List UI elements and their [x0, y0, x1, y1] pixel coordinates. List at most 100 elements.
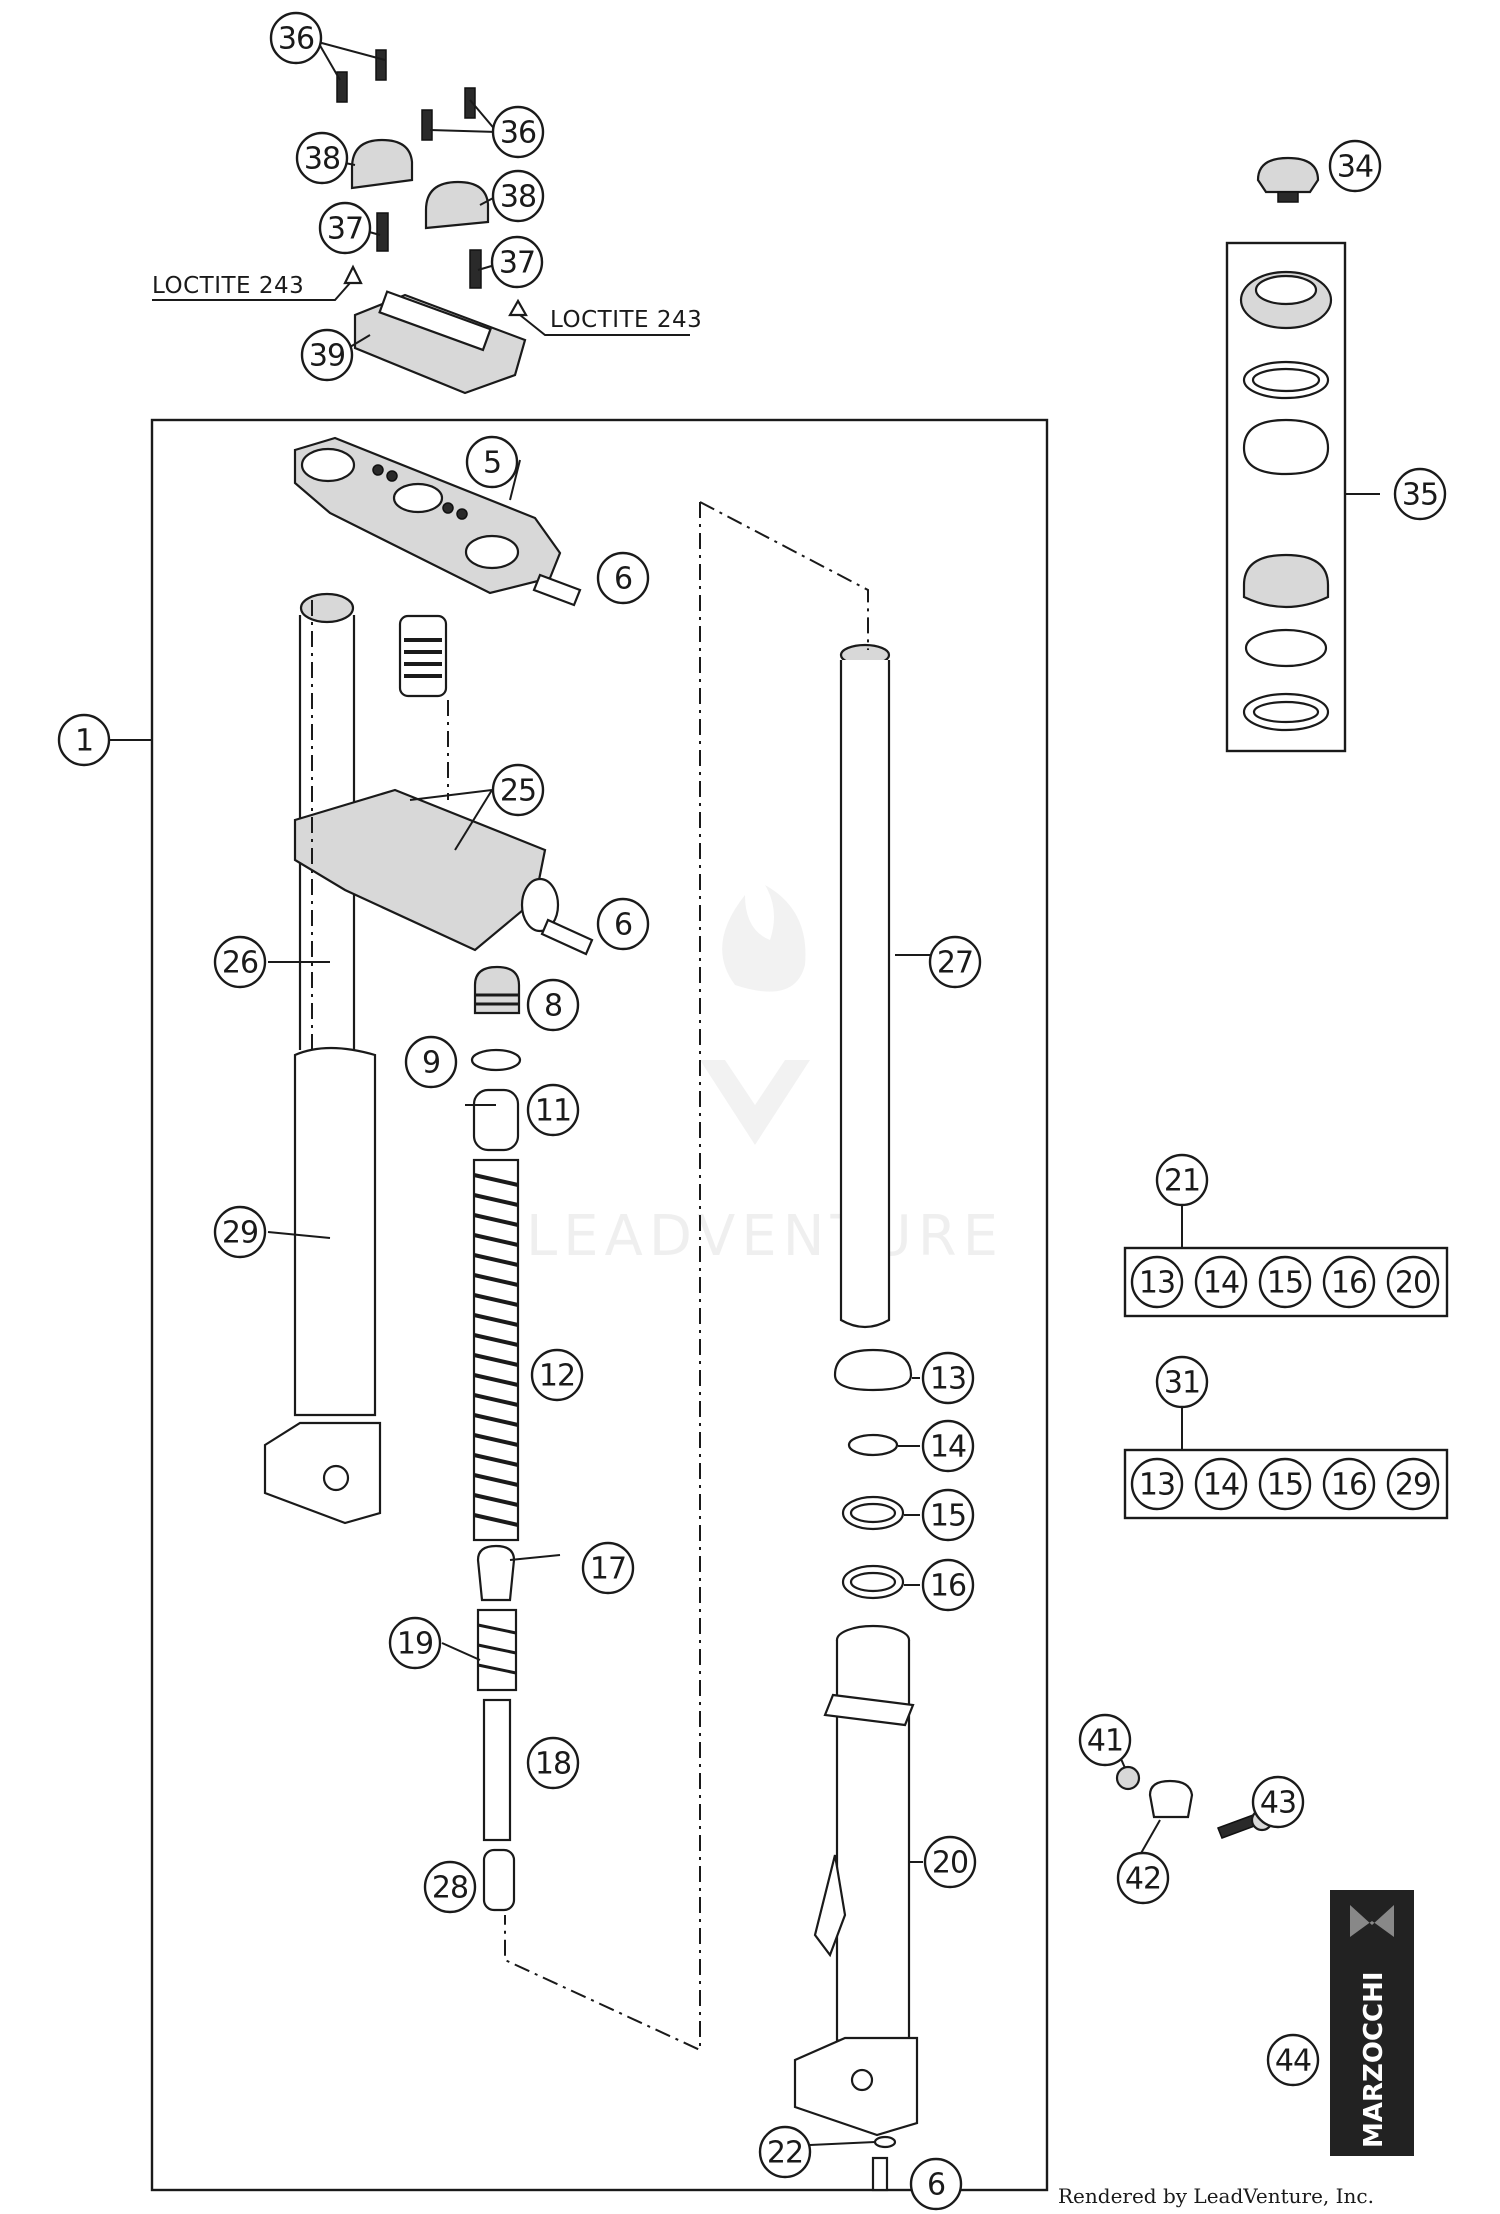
callout-c25-label: 25: [500, 774, 536, 809]
kit-31-item-3: 16: [1322, 1457, 1376, 1511]
brand-logo-text: MARZOCCHI: [1359, 1971, 1389, 2148]
kit-31-item-2-circle: [1258, 1457, 1312, 1511]
fork-cap-8: [473, 965, 521, 1015]
bolt-37-left: [376, 212, 389, 252]
callout-c17: 17: [581, 1541, 635, 1595]
callout-c6c-label: 6: [927, 2168, 945, 2203]
kit-21-item-1-circle: [1194, 1255, 1248, 1309]
kit-21-item-4-label: 20: [1395, 1266, 1431, 1301]
kit-31-item-0: 13: [1130, 1457, 1184, 1511]
axle-bolt-6: [871, 2156, 889, 2192]
loctite-drop-right: [508, 298, 528, 317]
kit-21: [1123, 1200, 1449, 1318]
callout-c31-circle: [1155, 1355, 1209, 1409]
kit-31-box: [1123, 1448, 1449, 1520]
callout-c18: 18: [526, 1736, 580, 1790]
kit-31-item-3-label: 16: [1331, 1468, 1367, 1503]
kit-31-item-2-label: 15: [1267, 1468, 1303, 1503]
callout-c11-label: 11: [535, 1094, 571, 1129]
inner-tube-27: [839, 660, 891, 1329]
callout-c26-label: 26: [222, 946, 258, 981]
rod-end-28: [482, 1848, 516, 1912]
callout-c13: 13: [921, 1351, 975, 1405]
callout-c44-circle: [1266, 2033, 1320, 2087]
callout-c15: 15: [921, 1488, 975, 1542]
marzocchi-logo: MARZOCCHI: [1330, 1890, 1414, 2156]
callout-c44: 44: [1266, 2033, 1320, 2087]
kit-31: [1123, 1402, 1449, 1520]
callout-c19-label: 19: [397, 1627, 433, 1662]
kit-31-item-1-label: 14: [1203, 1468, 1239, 1503]
callout-c36b-label: 36: [500, 116, 536, 151]
callout-c12: 12: [530, 1348, 584, 1402]
callout-c22-label: 22: [767, 2136, 803, 2171]
callout-c18-label: 18: [535, 1747, 571, 1782]
kit-31-item-4: 29: [1386, 1457, 1440, 1511]
callout-c27: 27: [928, 935, 982, 989]
fork-assembly-frame: [150, 418, 1049, 2192]
nut-41: [1115, 1765, 1141, 1791]
bolt-36-c: [464, 87, 476, 119]
callout-c28-circle: [423, 1860, 477, 1914]
callout-c5-circle: [465, 435, 519, 489]
loctite-label-right: LOCTITE 243: [550, 307, 702, 333]
callout-c38a-label: 38: [304, 142, 340, 177]
leadventure-watermark: LEADVENTURE: [526, 885, 1004, 1269]
kit-31-item-0-circle: [1130, 1457, 1184, 1511]
callout-c36a-circle: [269, 11, 323, 65]
callout-c41-label: 41: [1087, 1724, 1123, 1759]
bolt-36-a: [375, 49, 387, 81]
callout-c8-label: 8: [544, 989, 562, 1024]
callout-c9-label: 9: [422, 1046, 440, 1081]
bearing-lower-ring: [1244, 628, 1328, 668]
callout-c15-circle: [921, 1488, 975, 1542]
callout-c1-label: 1: [75, 724, 93, 759]
pinch-bolt-6-lower: [540, 918, 594, 956]
callout-c13-circle: [921, 1351, 975, 1405]
kit-21-item-2-circle: [1258, 1255, 1312, 1309]
callout-c13-label: 13: [930, 1362, 966, 1397]
callout-c17-circle: [581, 1541, 635, 1595]
callout-c11-circle: [526, 1083, 580, 1137]
callout-c42-label: 42: [1125, 1862, 1161, 1897]
callout-c14: 14: [921, 1419, 975, 1473]
callout-c28-label: 28: [432, 1871, 468, 1906]
callout-c16-label: 16: [930, 1569, 966, 1604]
callout-c37a-circle: [318, 201, 372, 255]
kit-21-item-3-circle: [1322, 1255, 1376, 1309]
kit-21-item-4: 20: [1386, 1255, 1440, 1309]
callout-c14-circle: [921, 1419, 975, 1473]
callout-c20-label: 20: [932, 1846, 968, 1881]
callout-c31: 31: [1155, 1355, 1209, 1409]
kit-31-item-1-circle: [1194, 1457, 1248, 1511]
top-spring-plug: [398, 614, 448, 698]
callout-c36b: 36: [491, 105, 545, 159]
kit-31-item-0-label: 13: [1139, 1468, 1175, 1503]
callout-c6a-label: 6: [614, 562, 632, 597]
callout-c43: 43: [1251, 1775, 1305, 1829]
callout-c1-circle: [57, 713, 111, 767]
callout-c19-circle: [388, 1616, 442, 1670]
assembly-path-top: [699, 501, 869, 650]
callout-c36a: 36: [269, 11, 323, 65]
spacer-11: [472, 1088, 520, 1152]
callout-c39-circle: [300, 328, 354, 382]
bolt-36-b: [336, 71, 348, 103]
kit-21-item-1: 14: [1194, 1255, 1248, 1309]
kit-31-item-4-circle: [1386, 1457, 1440, 1511]
left-fork-leg: [263, 436, 594, 1525]
callout-c37a-label: 37: [327, 212, 363, 247]
callout-c41: 41: [1078, 1713, 1132, 1767]
watermark-text: LEADVENTURE: [526, 1204, 1004, 1269]
callout-c38b-circle: [491, 169, 545, 223]
kit-21-item-2: 15: [1258, 1255, 1312, 1309]
handlebar-clamp-group: [336, 49, 528, 395]
callout-c43-circle: [1251, 1775, 1305, 1829]
kit-31-item-3-circle: [1322, 1457, 1376, 1511]
callout-c19: 19: [388, 1616, 442, 1670]
callout-c1: 1: [57, 713, 111, 767]
callout-c38b-label: 38: [500, 180, 536, 215]
clamp-38-left: [350, 138, 414, 190]
clamp-38-right: [424, 180, 490, 230]
